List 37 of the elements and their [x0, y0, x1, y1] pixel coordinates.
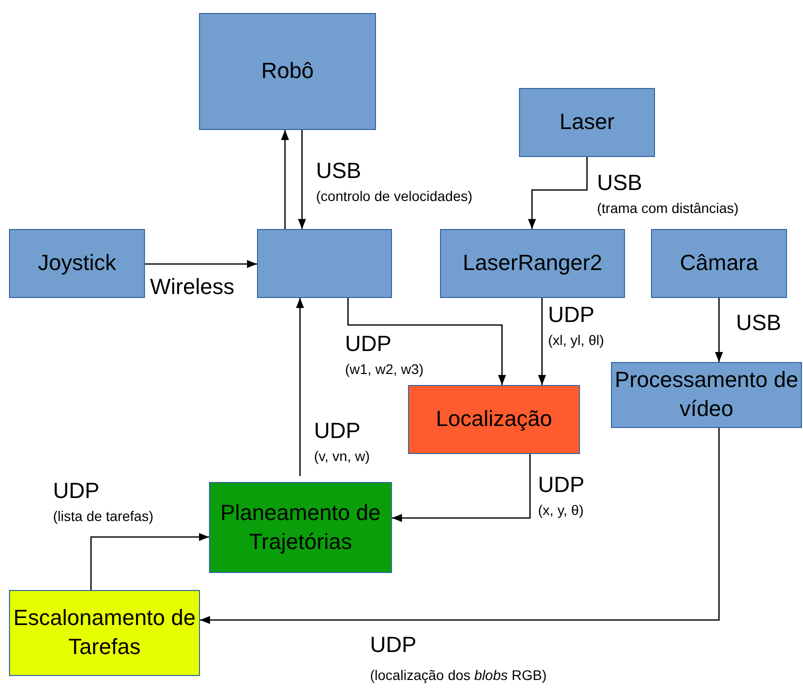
- edge-note: (lista de tarefas): [53, 508, 154, 524]
- box-label: Escalonamento de Tarefas: [12, 604, 197, 661]
- arrow: [392, 454, 531, 522]
- process-box: [651, 229, 787, 298]
- process-box: [519, 88, 655, 157]
- arrow: [145, 260, 257, 268]
- arrow: [200, 428, 720, 624]
- arrow: [538, 298, 546, 385]
- edge-note: (trama com distâncias): [597, 200, 739, 216]
- box-label: LaserRanger2: [462, 249, 602, 278]
- box-label: Joystick: [38, 249, 116, 278]
- empty-box: [257, 229, 392, 298]
- process-box: [209, 482, 392, 573]
- process-box: [440, 229, 625, 298]
- process-box: [9, 229, 145, 298]
- arrow: [296, 298, 304, 476]
- edge-note: (v, vn, w): [314, 448, 370, 464]
- arrow: [528, 157, 588, 229]
- box-label: Planeamento de Trajetórias: [219, 498, 382, 556]
- process-box: [9, 590, 200, 676]
- edge-note: (controlo de velocidades): [316, 188, 472, 204]
- edge-note: (xl, yl, θl): [548, 332, 604, 348]
- arrow: [90, 533, 209, 590]
- process-box: [199, 13, 376, 130]
- box-label: Localização: [436, 405, 552, 434]
- box-label: Câmara: [680, 249, 758, 278]
- arrow: [347, 298, 506, 385]
- box-label: Robô: [261, 57, 314, 86]
- arrow: [281, 130, 289, 229]
- box-label: Laser: [559, 108, 615, 136]
- arrow: [298, 130, 306, 229]
- edge-note: (w1, w2, w3): [345, 361, 424, 377]
- arrow: [715, 298, 723, 362]
- box-label: Processamento de vídeo: [614, 366, 800, 423]
- edge-note: (localização dos blobs RGB): [370, 667, 547, 683]
- process-box: [408, 385, 580, 454]
- edge-note: (x, y, θ): [538, 502, 584, 518]
